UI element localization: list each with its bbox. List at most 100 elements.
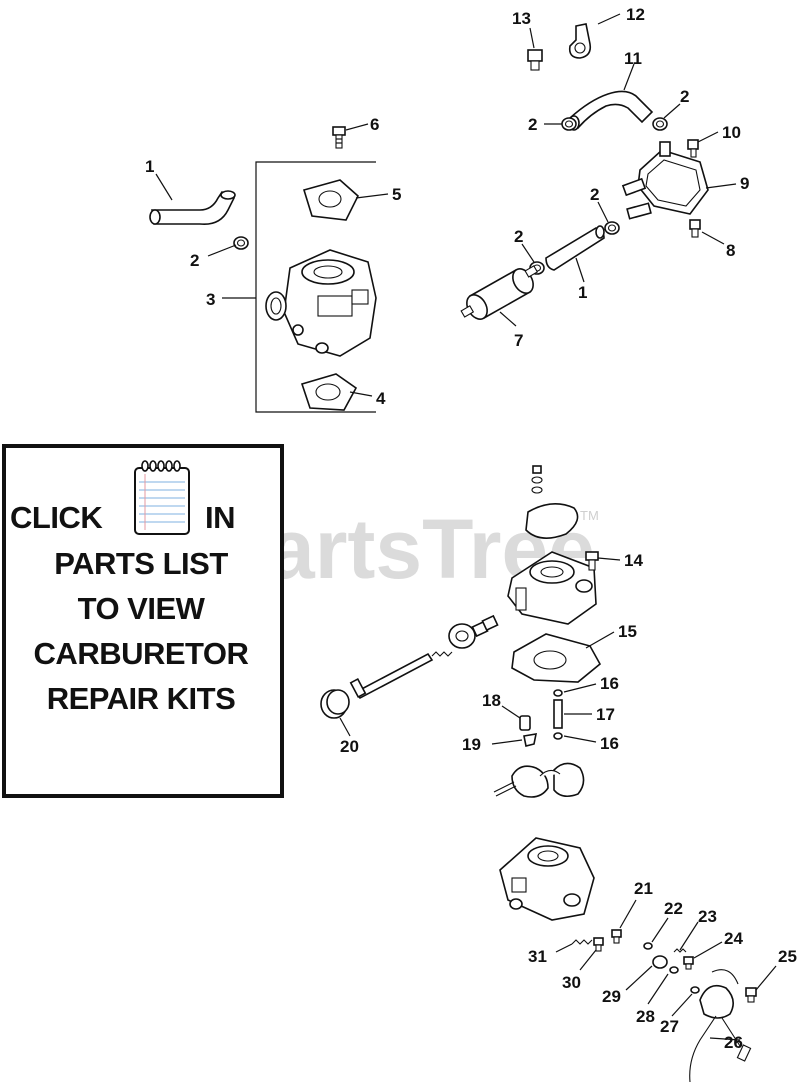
callout-16a[interactable]: 16 (600, 674, 619, 693)
callout-13[interactable]: 13 (512, 9, 531, 28)
part-6-screw[interactable] (332, 126, 346, 149)
part-16-o-ring-a[interactable] (553, 689, 563, 697)
notebook-icon[interactable] (133, 460, 191, 536)
leader-8 (701, 231, 725, 245)
part-3-carburetor[interactable] (265, 249, 377, 357)
part-17-tube[interactable] (553, 699, 563, 729)
callout-25[interactable]: 25 (778, 947, 797, 966)
callout-2d[interactable]: 2 (590, 185, 599, 204)
leader-20 (339, 717, 351, 737)
part-8-screw[interactable] (689, 219, 701, 238)
part-21-screw[interactable] (611, 929, 622, 944)
leader-4 (349, 391, 373, 397)
part-15-gasket[interactable] (511, 633, 602, 683)
callout-28[interactable]: 28 (636, 1007, 655, 1026)
part-shaft[interactable] (349, 652, 434, 700)
leader-30 (579, 949, 597, 971)
callout-29[interactable]: 29 (602, 987, 621, 1006)
part-14-screw[interactable] (585, 551, 599, 571)
part-float-bowl[interactable] (499, 837, 595, 921)
leader-23 (679, 921, 699, 951)
part-27-o-ring[interactable] (690, 986, 700, 994)
callout-3[interactable]: 3 (206, 290, 215, 309)
callout-21[interactable]: 21 (634, 879, 653, 898)
callout-24[interactable]: 24 (724, 929, 743, 948)
callout-31[interactable]: 31 (528, 947, 547, 966)
part-2-hose-clamp-b[interactable] (561, 117, 577, 131)
leader-19 (491, 739, 523, 745)
notice-in-text: IN (205, 500, 236, 535)
part-13-screw[interactable] (527, 49, 543, 71)
callout-4[interactable]: 4 (376, 389, 386, 408)
callout-7[interactable]: 7 (514, 331, 523, 350)
callout-6[interactable]: 6 (370, 115, 379, 134)
callout-14[interactable]: 14 (624, 551, 643, 570)
part-25-screw[interactable] (745, 987, 757, 1003)
leader-29 (625, 965, 653, 991)
part-11-fuel-hose[interactable] (568, 90, 654, 131)
callout-9[interactable]: 9 (740, 174, 749, 193)
part-12-clip[interactable] (568, 23, 592, 59)
callout-27[interactable]: 27 (660, 1017, 679, 1036)
part-throttle-fitting[interactable] (448, 614, 499, 649)
part-2-hose-clamp-c[interactable] (652, 117, 668, 131)
part-20-plug[interactable] (320, 689, 350, 719)
part-31-spring[interactable] (571, 939, 593, 945)
callout-15[interactable]: 15 (618, 622, 637, 641)
leader-1b (575, 257, 585, 283)
callout-8[interactable]: 8 (726, 241, 735, 260)
leader-31 (555, 943, 573, 953)
part-9-fuel-pump[interactable] (621, 141, 709, 220)
callout-18[interactable]: 18 (482, 691, 501, 710)
part-1-fuel-hose-b[interactable] (545, 225, 605, 271)
notice-line-to-view: TO VIEW (77, 591, 205, 626)
callout-2e[interactable]: 2 (514, 227, 523, 246)
callout-20[interactable]: 20 (340, 737, 359, 756)
notice-click-text: CLICK (10, 500, 103, 535)
part-7-fuel-filter[interactable] (460, 265, 539, 323)
part-upper-carb-body[interactable] (507, 551, 597, 625)
callout-22[interactable]: 22 (664, 899, 683, 918)
callout-2a[interactable]: 2 (190, 251, 199, 270)
part-28-o-ring[interactable] (669, 966, 679, 974)
callout-5[interactable]: 5 (392, 185, 401, 204)
callout-23[interactable]: 23 (698, 907, 717, 926)
part-24-screw[interactable] (683, 956, 694, 970)
part-float[interactable] (493, 762, 585, 798)
callout-26[interactable]: 26 (724, 1033, 743, 1052)
part-4-gasket[interactable] (300, 373, 358, 411)
part-30-screw[interactable] (593, 937, 604, 952)
callout-2c[interactable]: 2 (680, 87, 689, 106)
part-29-jet[interactable] (652, 955, 668, 969)
part-5-gasket[interactable] (302, 179, 359, 221)
leader-16b (563, 735, 597, 743)
part-26-solenoid[interactable] (689, 969, 752, 1083)
part-22-washer[interactable] (643, 942, 653, 950)
part-spring[interactable] (431, 651, 453, 657)
callout-1b[interactable]: 1 (578, 283, 587, 302)
callout-12[interactable]: 12 (626, 5, 645, 24)
leader-15 (585, 631, 615, 649)
part-18-jet[interactable] (519, 715, 531, 731)
callout-10[interactable]: 10 (722, 123, 741, 142)
callout-1a[interactable]: 1 (145, 157, 154, 176)
leader-25 (755, 965, 777, 991)
callout-16b[interactable]: 16 (600, 734, 619, 753)
part-16-o-ring-b[interactable] (553, 732, 563, 740)
callout-17[interactable]: 17 (596, 705, 615, 724)
callout-11[interactable]: 11 (624, 49, 642, 68)
part-10-screw[interactable] (687, 139, 699, 158)
part-1-fuel-hose[interactable] (149, 190, 236, 226)
leader-9 (705, 183, 737, 189)
callout-30[interactable]: 30 (562, 973, 581, 992)
callout-2b[interactable]: 2 (528, 115, 537, 134)
leader-13 (529, 27, 535, 49)
part-2-hose-clamp[interactable] (233, 236, 249, 250)
part-19-clip[interactable] (523, 733, 538, 747)
notice-line-repair-kits: REPAIR KITS (46, 681, 236, 716)
part-cover-plate[interactable] (525, 503, 579, 539)
part-23-spring[interactable] (673, 948, 687, 953)
part-top-screw-stack[interactable] (531, 465, 543, 494)
callout-19[interactable]: 19 (462, 735, 481, 754)
part-2-hose-clamp-d[interactable] (604, 221, 620, 235)
